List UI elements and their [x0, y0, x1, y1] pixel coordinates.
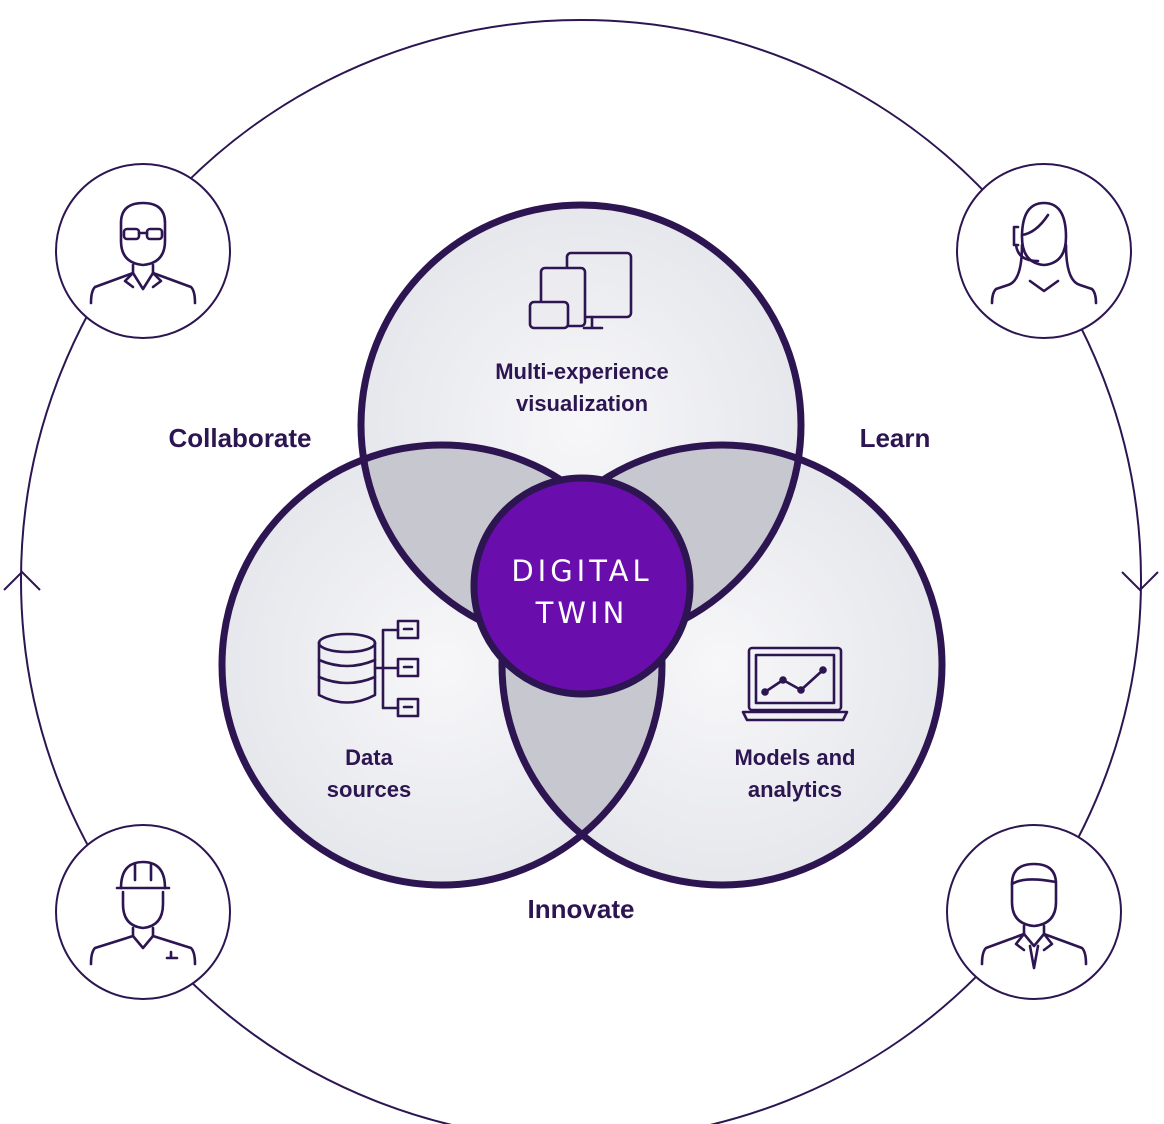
devices-icon [528, 251, 633, 330]
top-circle-label-line2: visualization [516, 391, 648, 416]
learn-label: Learn [860, 423, 931, 453]
venn-outline-right [498, 441, 946, 889]
right-circle-label-line2: analytics [748, 777, 842, 802]
left-circle-label-line1: Data [345, 745, 393, 770]
person-headset-icon [990, 201, 1098, 305]
innovate-label: Innovate [528, 894, 635, 924]
person-hardhat-icon [89, 860, 197, 966]
center-circle [470, 474, 694, 698]
right-circle-label-line1: Models and [734, 745, 855, 770]
top-circle-label-line1: Multi-experience [495, 359, 669, 384]
center-label-line1: DIGITAL [511, 554, 652, 588]
person-glasses-icon [89, 201, 197, 305]
database-icon [317, 619, 420, 718]
collaborate-label: Collaborate [168, 423, 311, 453]
venn-outline-left [218, 441, 666, 889]
persona-circle-bottom-right [946, 824, 1122, 1000]
cycle-arrow-down-icon [1121, 571, 1159, 592]
laptop-chart-icon [741, 646, 849, 722]
center-label-line2: TWIN [535, 596, 629, 630]
left-circle-label-line2: sources [327, 777, 411, 802]
cycle-arrow-up-icon [3, 570, 41, 591]
persona-circle-bottom-left [55, 824, 231, 1000]
persona-circle-top-right [956, 163, 1132, 339]
outer-cycle-ring [20, 19, 1142, 1124]
person-businessman-icon [980, 862, 1088, 970]
persona-circle-top-left [55, 163, 231, 339]
